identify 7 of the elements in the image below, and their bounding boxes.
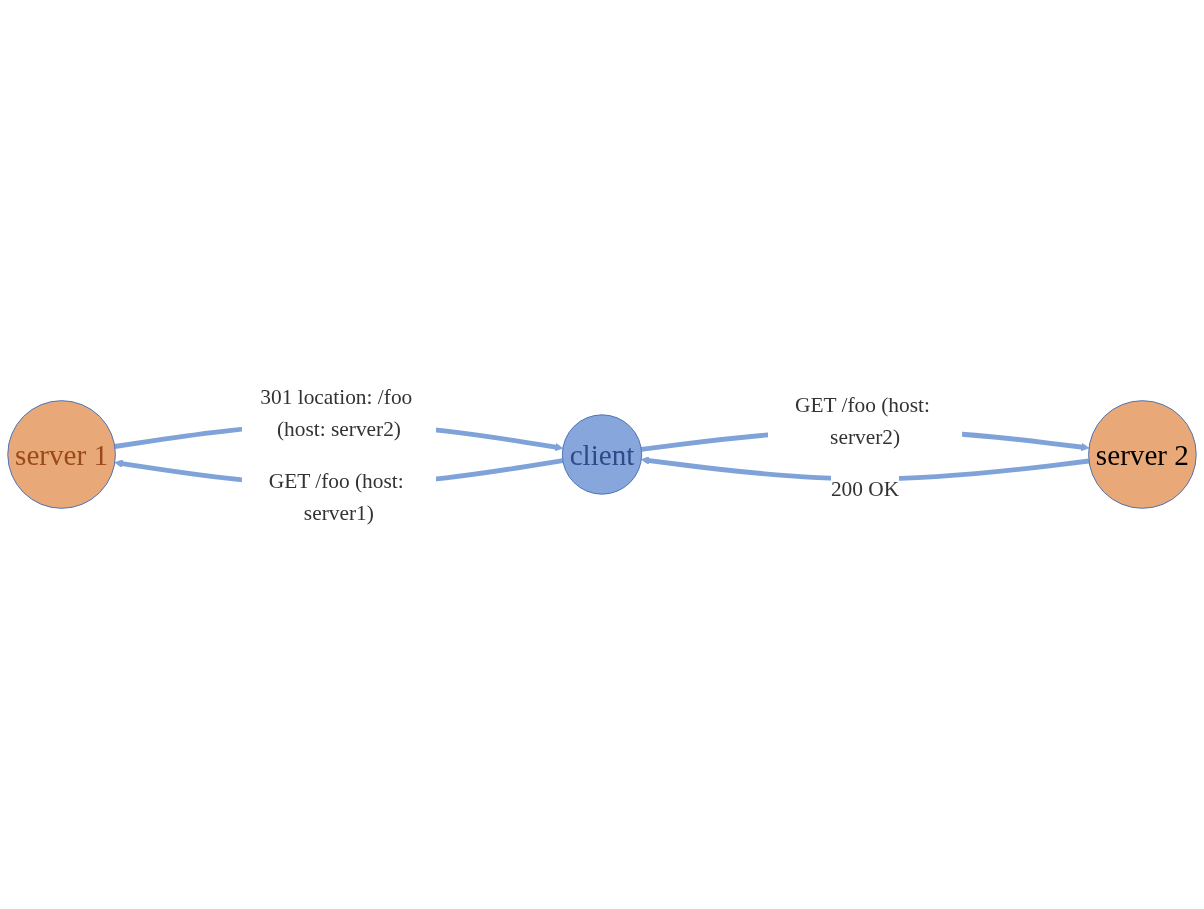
edge-label: GET /foo (host: server2) [794,392,930,449]
edge-label: 301 location: /foo (host: server2) [260,384,413,441]
node-circle: client [561,414,643,495]
node-circle: server 1 [7,400,116,509]
edge-label: GET /foo (host: server1) [268,468,404,525]
node-circle: server 2 [1088,400,1197,509]
edge-label: 200 OK [830,476,900,501]
